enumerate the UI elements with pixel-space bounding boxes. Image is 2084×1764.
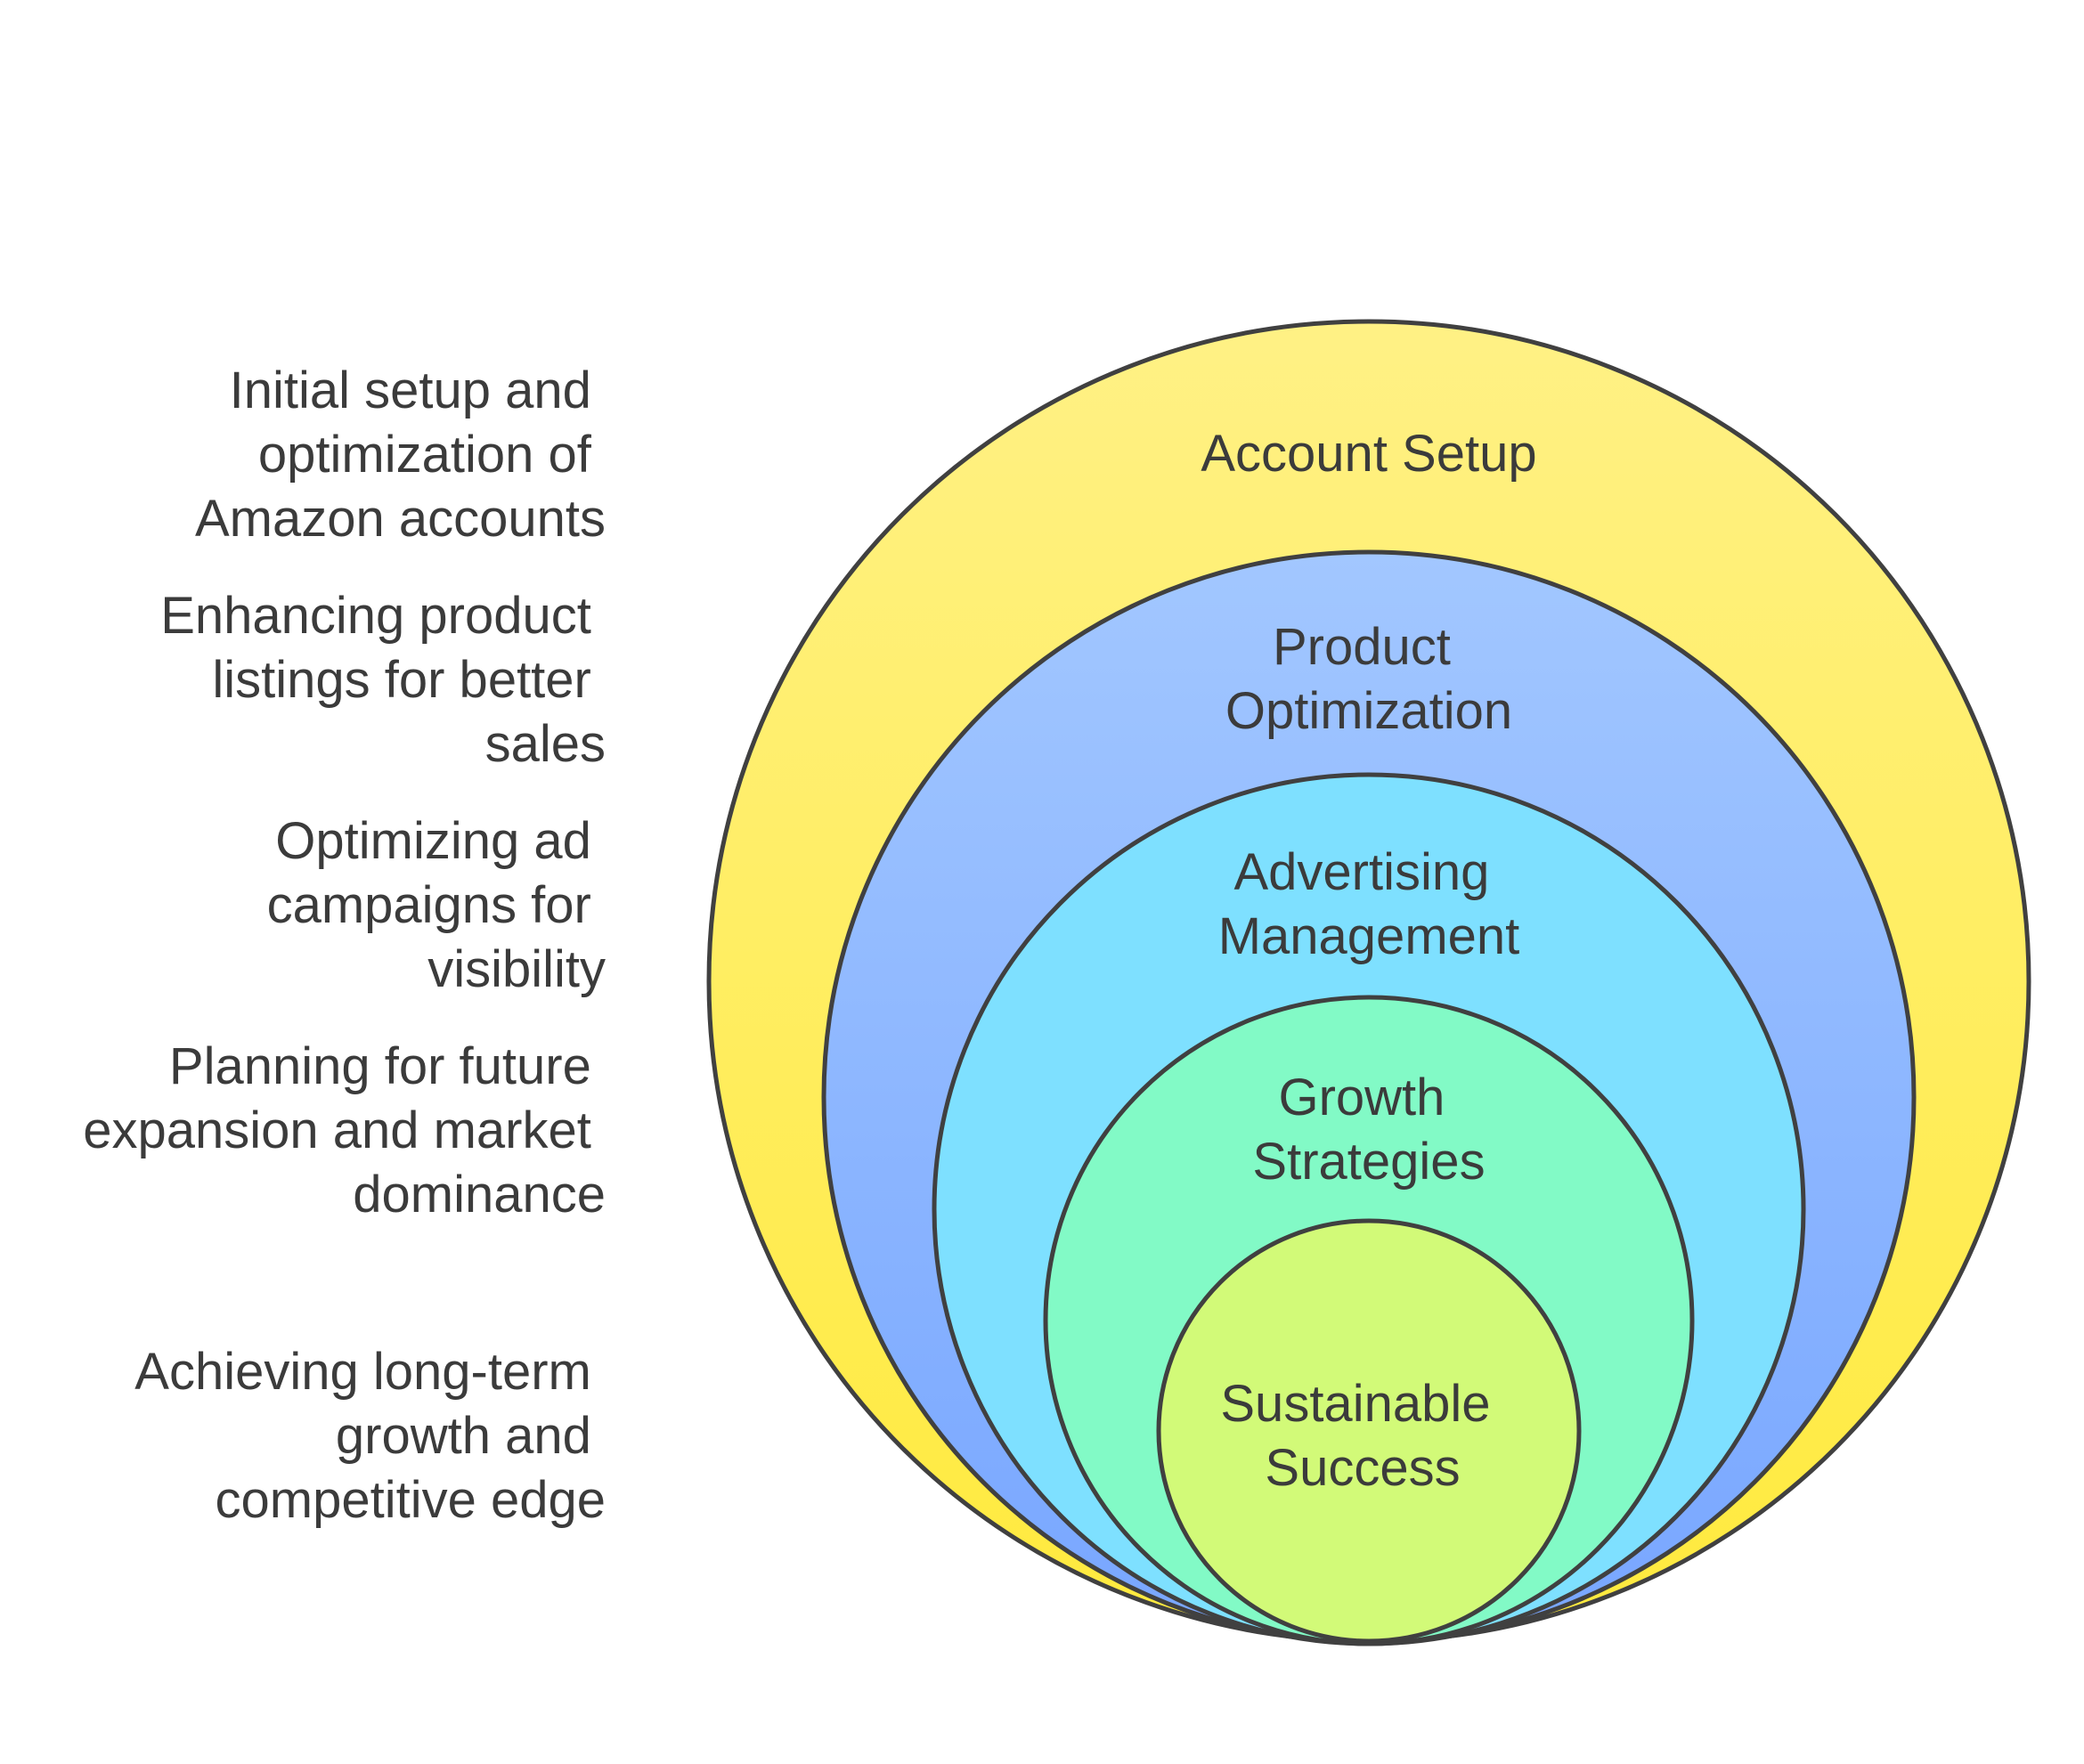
title-growth-strategies: Growth Strategies <box>1252 1069 1485 1191</box>
description-growth-strategies: Planning for future expansion and market… <box>83 1037 606 1223</box>
description-advertising-management: Optimizing ad campaigns for visibility <box>267 812 606 998</box>
description-product-optimization: Enhancing product listings for better sa… <box>160 587 606 773</box>
title-product-optimization: Product Optimization <box>1225 618 1512 740</box>
circle-sustainable-success <box>1156 1218 1582 1644</box>
title-advertising-management: Advertising Management <box>1218 843 1520 965</box>
title-sustainable-success: Sustainable Success <box>1220 1375 1504 1497</box>
description-sustainable-success: Achieving long-term growth and competiti… <box>134 1343 606 1529</box>
description-account-setup: Initial setup and optimization of Amazon… <box>195 362 606 548</box>
title-account-setup: Account Setup <box>1201 425 1536 483</box>
